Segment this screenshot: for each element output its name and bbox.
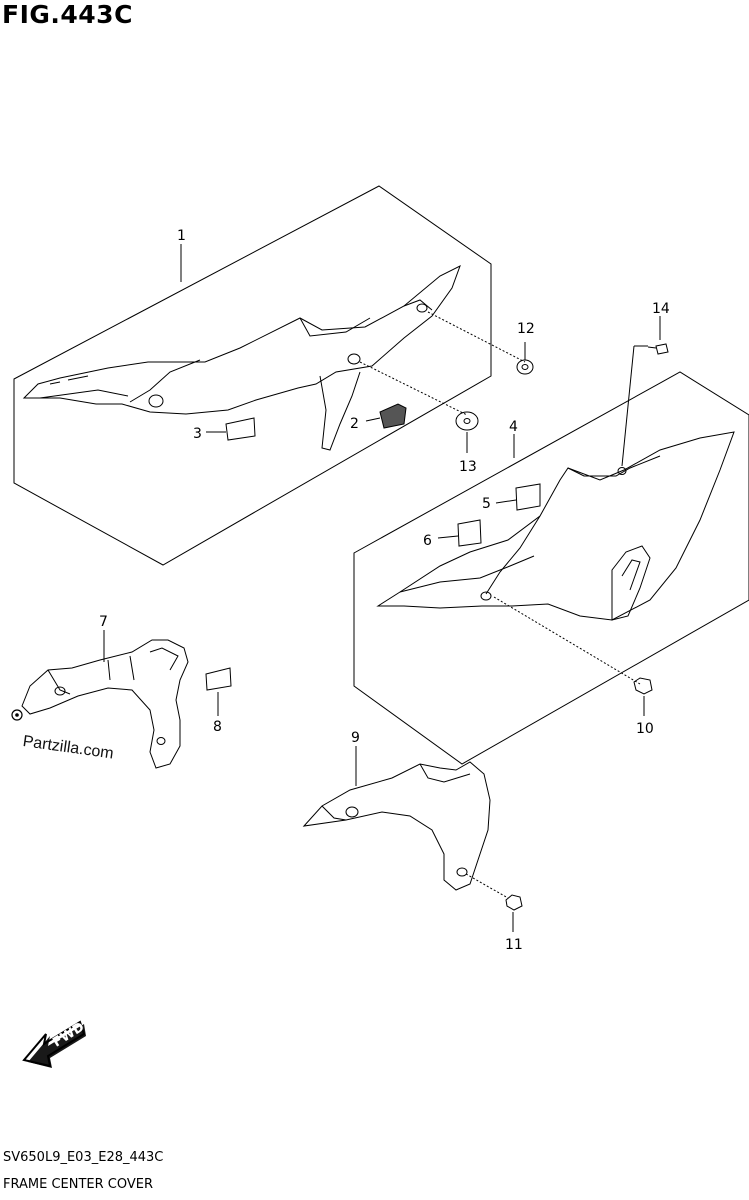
part-13-cushion [455, 411, 479, 431]
part-8-pad [205, 667, 232, 691]
callout-1: 1 [177, 228, 186, 244]
callout-2: 2 [350, 416, 359, 432]
callout-10: 10 [636, 721, 654, 737]
callout-4: 4 [509, 419, 518, 435]
part-7-inner-cover [21, 639, 189, 769]
callout-14: 14 [652, 301, 670, 317]
callout-9: 9 [351, 730, 360, 746]
figure-name: FRAME CENTER COVER [3, 1177, 153, 1192]
part-5-pad [515, 483, 541, 511]
callout-11: 11 [505, 937, 523, 953]
part-10-screw [633, 677, 653, 695]
part-2-bracket [379, 403, 407, 429]
group-box-right-cover [353, 371, 749, 765]
callout-5: 5 [482, 496, 491, 512]
part-11-screw [505, 894, 523, 911]
callout-7: 7 [99, 614, 108, 630]
callout-12: 12 [517, 321, 535, 337]
callout-13: 13 [459, 459, 477, 475]
callout-8: 8 [213, 719, 222, 735]
part-4-frame-cover-right [376, 431, 735, 621]
registered-mark-icon [11, 709, 23, 721]
callout-6: 6 [423, 533, 432, 549]
part-1-frame-cover-left [22, 264, 461, 415]
forward-arrow-icon: FWD [22, 1020, 87, 1068]
part-12-grommet [516, 359, 534, 375]
figure-code: SV650L9_E03_E28_443C [3, 1150, 164, 1165]
figure-title: FIG.443C [2, 0, 133, 29]
part-3-pad [225, 417, 256, 441]
part-14-bolt [647, 343, 669, 355]
part-9-lower-cover [302, 761, 491, 891]
group-box-left-cover [13, 185, 492, 566]
callout-3: 3 [193, 426, 202, 442]
part-6-pad [457, 519, 482, 547]
